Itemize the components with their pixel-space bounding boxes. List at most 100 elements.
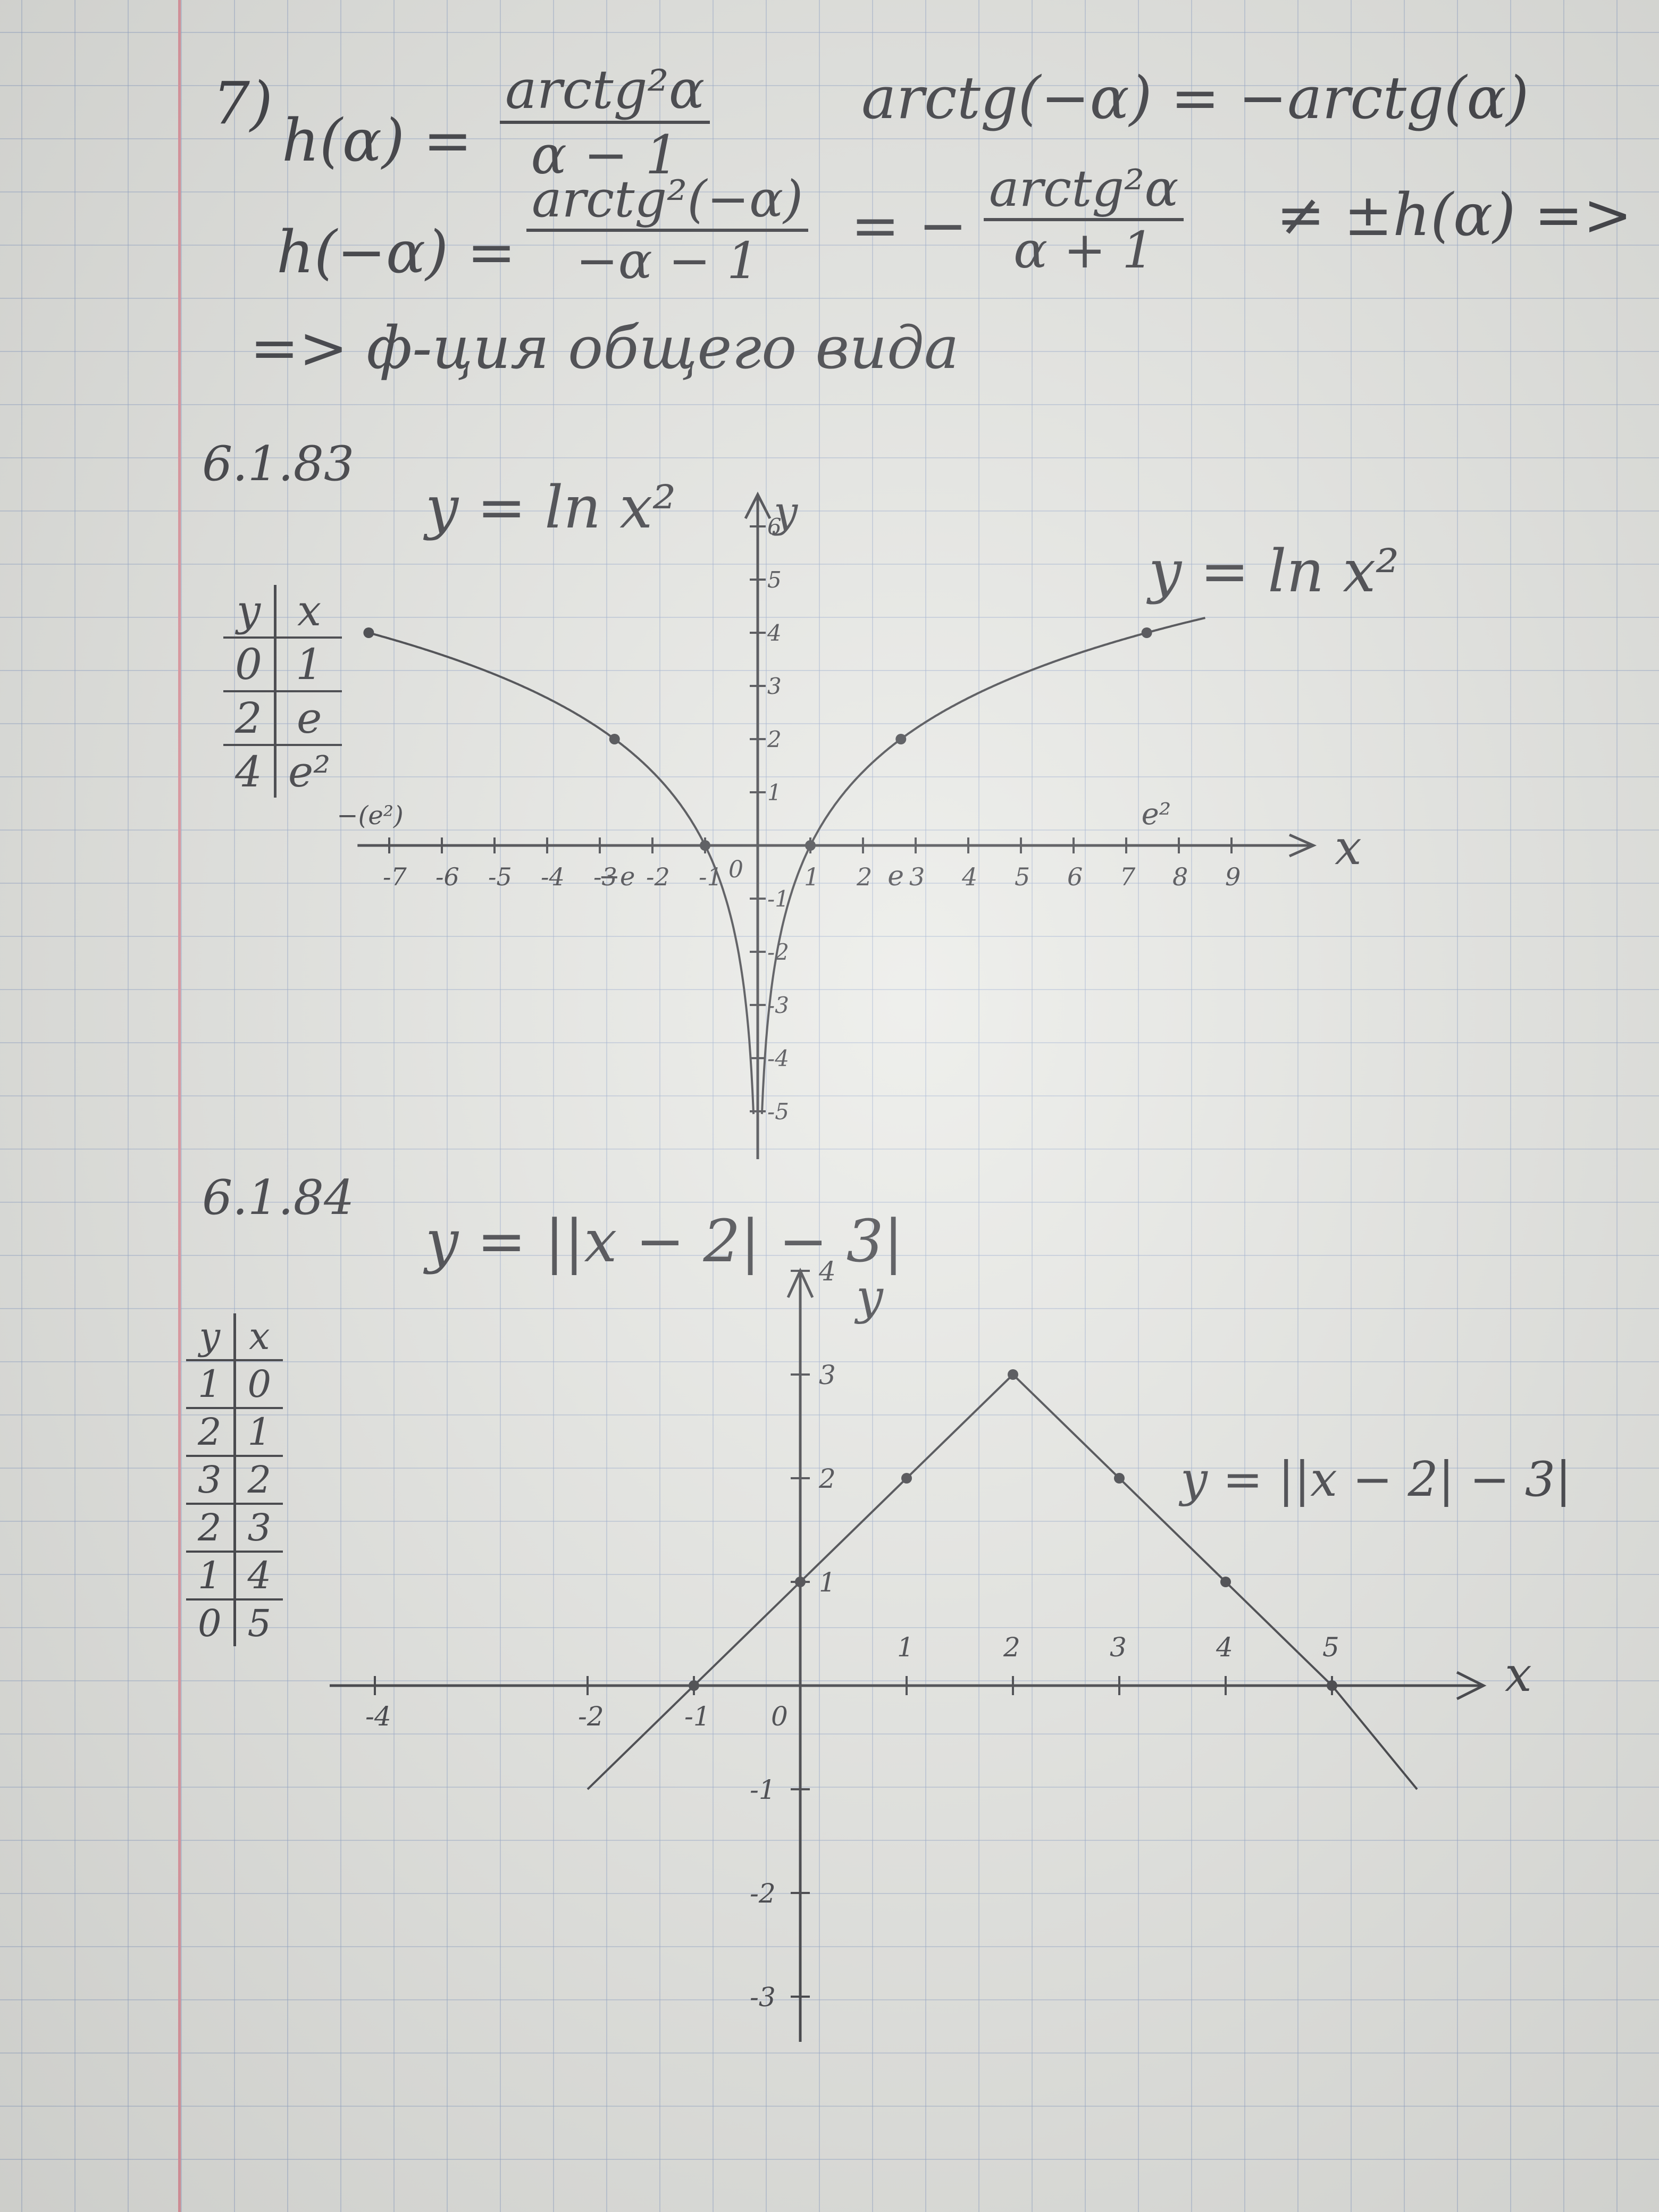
x-tick-label: -2 [646,862,670,891]
y-tick-label: 2 [767,726,782,752]
task7-hm-numerator2: arctg²α [984,160,1184,221]
y-axis-label: y [854,1269,884,1325]
y-tick-label: -4 [767,1045,789,1071]
task7-h-numerator: arctg²α [500,58,710,124]
y-tick-label: 3 [819,1360,836,1390]
task7-hm-fraction: arctg²(−α) −α − 1 [526,170,809,290]
x-tick-label: 3 [1110,1632,1127,1663]
curve-right-branch [760,617,1205,1115]
data-point [609,734,620,744]
x-axis-arrow [1456,1671,1487,1700]
data-point [1141,627,1152,638]
x-tick-label: 4 [961,862,977,891]
neg-e-label: −e [599,862,635,892]
y-tick-label: -5 [767,1099,789,1125]
y-tick-label: -1 [767,886,789,912]
data-point [363,627,374,638]
table-cell: 3 [186,1455,236,1504]
data-point [1114,1473,1125,1484]
data-point [1220,1577,1231,1587]
x-tick-label: -3 [593,862,617,891]
task7-hm-lhs: h(−α) = [276,218,516,286]
table-header: x [297,586,322,635]
data-point [700,840,710,851]
x-tick-label: 2 [1003,1632,1020,1663]
y-tick-label: 3 [767,673,782,699]
task7-hm-denominator2: α + 1 [1013,221,1154,280]
origin-label: 0 [728,856,743,883]
data-point [1327,1680,1337,1691]
x-axis-arrow [1288,833,1317,858]
task7-hm-numerator: arctg²(−α) [526,170,809,232]
task7-eq: = − [851,191,968,259]
x-tick-label: 8 [1172,862,1188,891]
neg-e2-label: −(e²) [337,801,403,831]
task84-curve-label: y = ||x − 2| − 3| [1180,1452,1572,1507]
x-tick-label: 1 [804,862,819,891]
task7-h-denominator: α − 1 [531,124,679,186]
table-cell: 2 [186,1503,236,1552]
y-tick-label: 6 [767,514,782,540]
task7-h-fraction: arctg²α α − 1 [500,58,710,186]
x-tick-label: -4 [365,1701,391,1732]
curve-left-branch [373,633,755,1115]
task7-h-lhs: h(α) = [282,106,473,174]
table-cell: 3 [234,1503,283,1552]
table-cell: 1 [234,1407,283,1456]
y-tick-label: 2 [818,1463,836,1494]
table-cell: 2 [223,690,276,745]
task7-compare: ≠ ±h(α) => [1276,181,1632,249]
x-axis-label: x [1335,820,1362,876]
data-point [805,840,816,851]
x-tick-label: 7 [1120,862,1136,891]
table-cell: e² [275,744,342,798]
task83-curve-label: y = ln x² [1149,537,1400,605]
x-tick-label: 2 [856,862,872,891]
x-tick-label: -4 [541,862,565,891]
table-cell: 4 [234,1551,283,1599]
data-point [689,1680,699,1691]
table-cell: 0 [186,1598,236,1646]
task7-hm-denominator: −α − 1 [576,232,759,290]
table-cell: 0 [223,636,276,691]
table-cell: 0 [234,1359,283,1408]
task83-number: 6.1.83 [202,436,355,492]
y-tick-label: 5 [767,567,782,593]
x-tick-label: 5 [1015,862,1030,891]
x-tick-label: 5 [1322,1632,1339,1663]
task84-number: 6.1.84 [202,1170,355,1226]
margin-line [178,0,181,2212]
table-cell: 4 [223,744,276,798]
x-tick-label: 1 [897,1632,914,1663]
y-tick-label: 4 [767,620,782,646]
x-tick-label: 6 [1067,862,1083,891]
task84-formula: y = ||x − 2| − 3| [425,1207,903,1275]
x-tick-label: -7 [383,862,407,891]
y-tick-label: -2 [750,1878,776,1909]
x-tick-label: 9 [1225,862,1241,891]
table-cell: 1 [186,1359,236,1408]
table-header: x [249,1314,270,1358]
task7-conclusion: => ф-ция общего вида [250,314,959,382]
task7-hm-fraction2: arctg²α α + 1 [984,160,1184,280]
x-tick-label: -1 [684,1701,710,1732]
table-cell: 2 [234,1455,283,1504]
y-axis-label: y [772,487,799,537]
x-tick-label: -5 [488,862,512,891]
task7-note: arctg(−α) = −arctg(α) [861,64,1529,132]
x-tick-label: -6 [435,862,459,891]
data-point [901,1473,912,1484]
x-tick-label: -2 [578,1701,604,1732]
y-tick-label: 1 [819,1567,836,1598]
data-point [1008,1369,1018,1380]
graph-line [586,1373,1418,1790]
table-cell: 2 [186,1407,236,1456]
y-tick-label: 1 [767,780,782,806]
task7-number: 7) [213,69,273,137]
y-tick-label: -1 [750,1774,776,1805]
